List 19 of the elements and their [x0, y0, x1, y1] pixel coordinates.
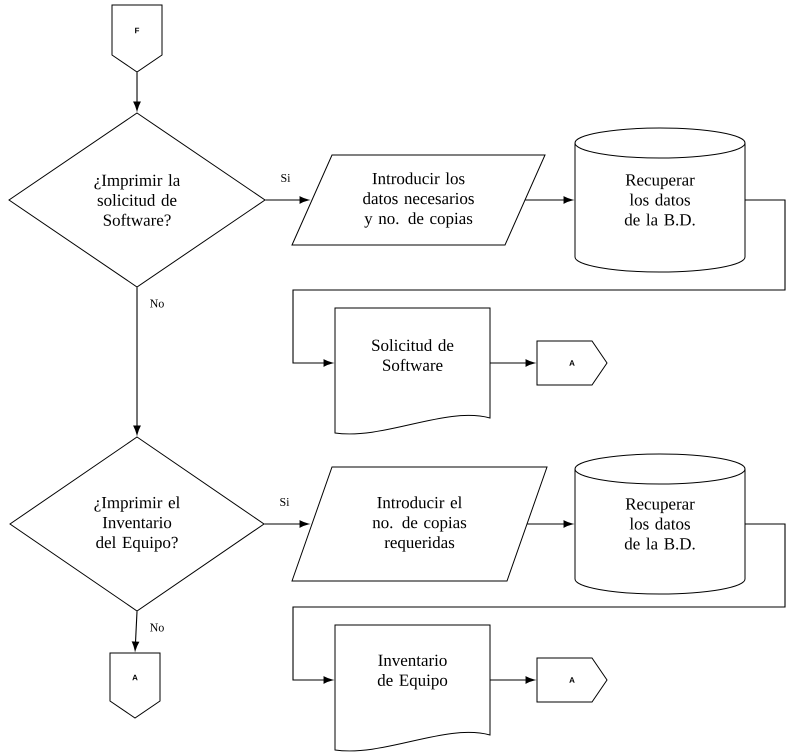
node-label: Recuperar los datos de la B.D. — [624, 174, 695, 226]
arrow — [490, 359, 535, 367]
arrow — [264, 520, 309, 528]
arrow — [490, 676, 535, 684]
database-cylinder: Recuperar los datos de la B.D. — [574, 454, 746, 594]
arrow — [528, 520, 573, 528]
node-label: Recuperar los datos de la B.D. — [624, 498, 695, 550]
arrow — [292, 199, 786, 367]
arrow — [133, 288, 141, 435]
arrow — [526, 196, 573, 204]
arrow — [266, 196, 309, 204]
arrow — [132, 611, 140, 651]
edge-label: No — [148, 622, 166, 632]
arrow — [133, 72, 141, 111]
database-cylinder: Recuperar los datos de la B.D. — [574, 128, 746, 272]
edge-label: Si — [280, 172, 292, 183]
arrow — [292, 523, 786, 684]
edge-label: No — [148, 298, 166, 308]
edge-label: Si — [278, 496, 290, 507]
